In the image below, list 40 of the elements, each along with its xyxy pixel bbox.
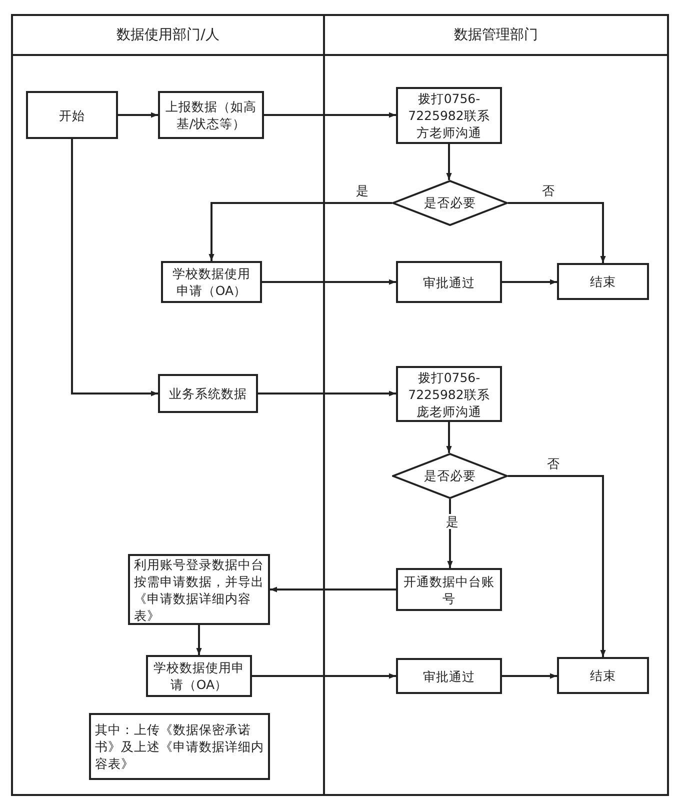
arrow xyxy=(208,202,392,261)
arrow xyxy=(502,673,557,679)
arrow xyxy=(446,144,452,180)
arrow xyxy=(262,279,396,285)
process-box: 拨打0756-7225982联系庞老师沟通 xyxy=(396,366,502,422)
arrow xyxy=(252,673,396,679)
process-box: 学校数据使用申请（OA） xyxy=(161,261,262,303)
arrow xyxy=(71,139,158,396)
arrow xyxy=(508,202,606,263)
lane-header: 数据使用部门/人 xyxy=(116,26,220,44)
edge-label: 否 xyxy=(545,456,562,471)
process-box: 利用账号登录数据中台按需申请数据，并导出《申请数据详细内容表》 xyxy=(128,554,270,625)
arrow xyxy=(447,499,453,568)
arrow xyxy=(196,625,202,655)
swimlane xyxy=(323,14,669,796)
process-box: 结束 xyxy=(557,657,649,694)
process-box: 学校数据使用申请（OA） xyxy=(146,655,252,697)
swimlane xyxy=(11,14,325,796)
arrow xyxy=(258,390,396,396)
process-box: 结束 xyxy=(557,263,649,300)
process-box: 审批通过 xyxy=(396,658,502,694)
process-box: 开始 xyxy=(26,91,118,139)
edge-label: 是 xyxy=(354,183,371,198)
decision-diamond: 是否必要 xyxy=(392,453,508,499)
decision-diamond: 是否必要 xyxy=(392,180,508,226)
arrow xyxy=(118,112,158,118)
edge-label: 是 xyxy=(444,514,461,529)
edge-label: 否 xyxy=(540,183,557,198)
arrow xyxy=(508,475,606,657)
arrow xyxy=(446,422,452,453)
process-box: 拨打0756-7225982联系方老师沟通 xyxy=(396,87,502,144)
lane-header: 数据管理部门 xyxy=(454,26,538,44)
process-box: 上报数据（如高基/状态等） xyxy=(158,91,264,139)
arrow xyxy=(264,112,396,118)
process-box: 审批通过 xyxy=(396,261,502,303)
process-box: 开通数据中台账号 xyxy=(396,568,502,611)
process-box: 业务系统数据 xyxy=(158,374,258,413)
note-box: 其中：上传《数据保密承诺书》及上述《申请数据详细内容表》 xyxy=(89,713,270,780)
arrow xyxy=(502,279,557,285)
arrow xyxy=(270,586,396,592)
